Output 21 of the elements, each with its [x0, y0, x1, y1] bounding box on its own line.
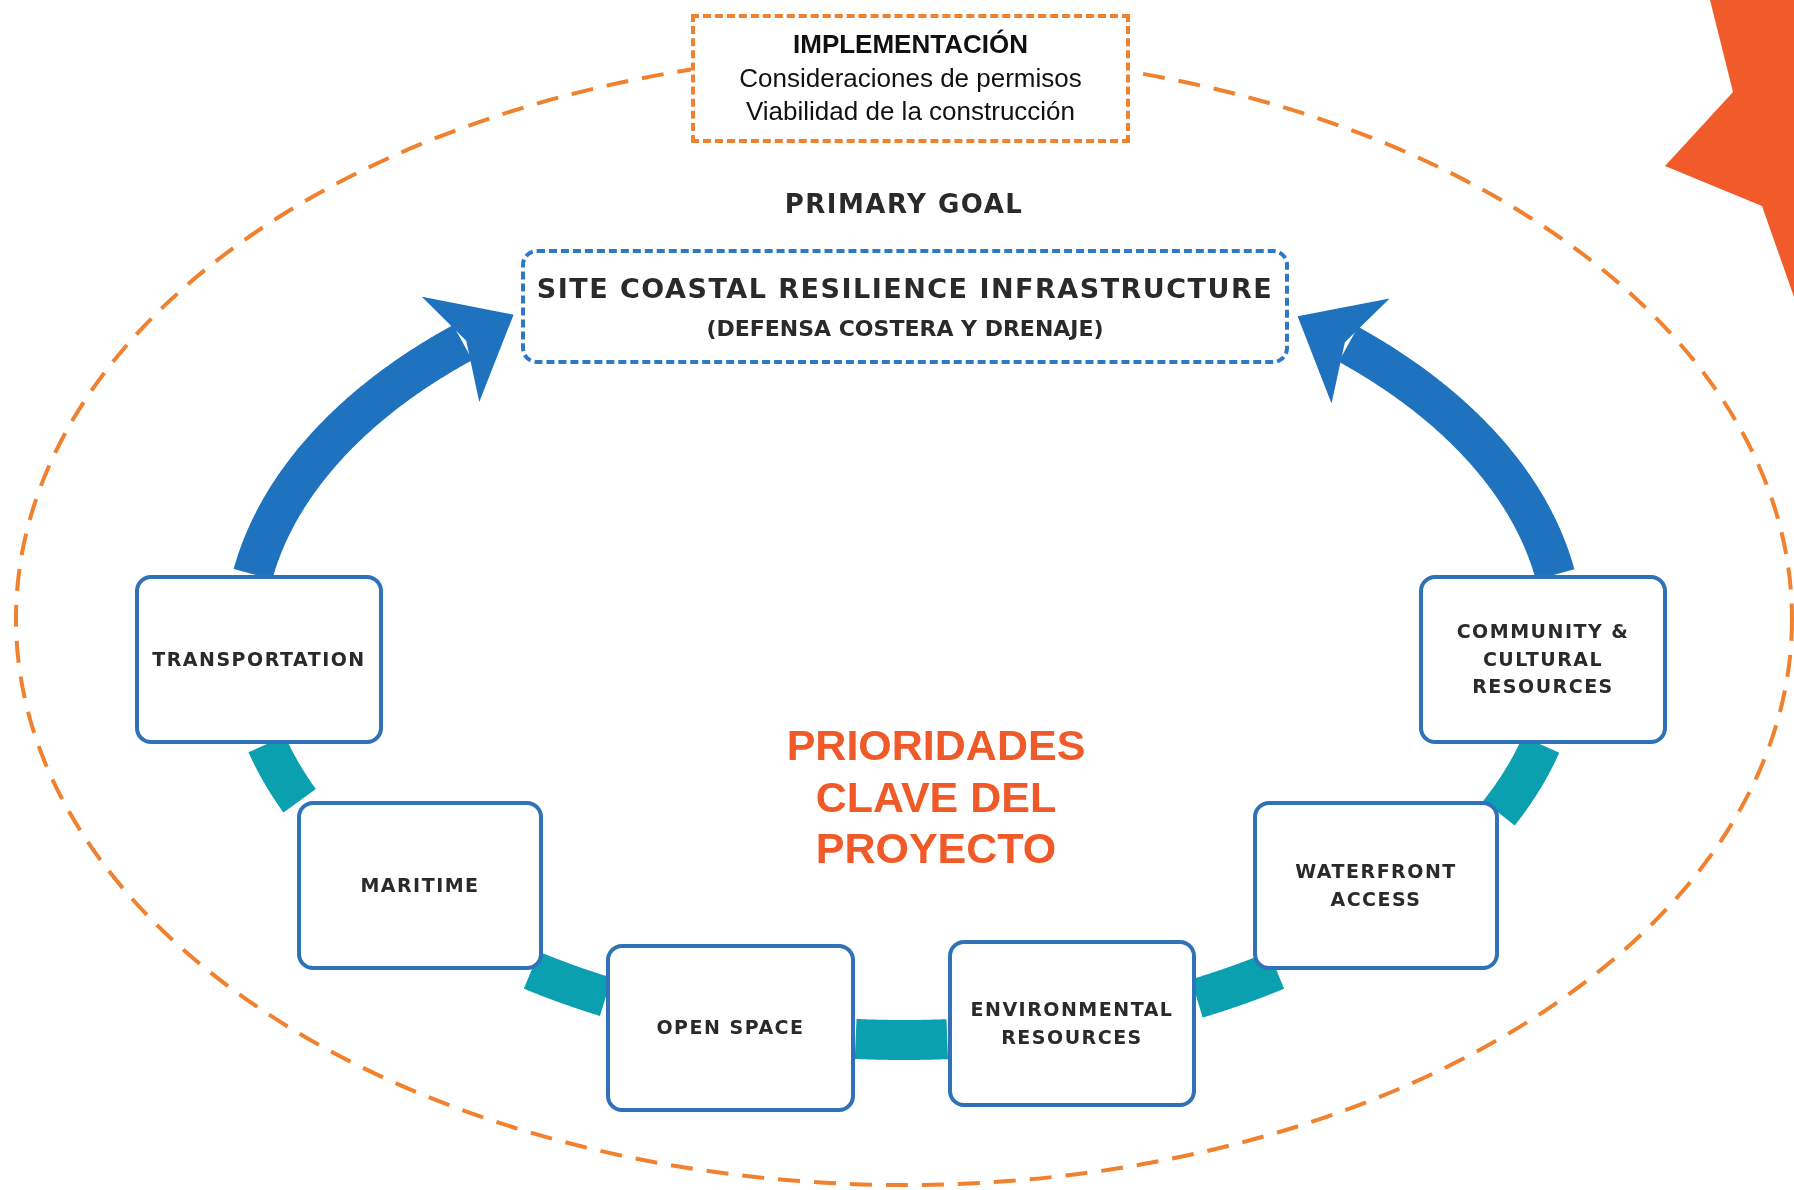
box-subtitle: Viabilidad de la construcción	[745, 95, 1076, 129]
heading-label: PRIMARY GOAL	[784, 189, 1024, 219]
box-title: IMPLEMENTACIÓN	[793, 27, 1028, 61]
priority-box	[135, 575, 383, 744]
priority-box	[297, 801, 543, 970]
box-label: COMMUNITY & CULTURAL RESOURCES	[1455, 619, 1631, 700]
priority-box	[1253, 801, 1499, 970]
goal-box	[521, 249, 1289, 364]
box-subtitle: Consideraciones de permisos	[739, 61, 1082, 95]
priority-box	[948, 940, 1196, 1107]
box-subtitle: (DEFENSA COSTERA Y DRENAJE)	[706, 315, 1104, 341]
center-title: PRIORIDADES CLAVE DEL PROYECTO	[786, 720, 1086, 875]
box-label: WATERFRONT ACCESS	[1294, 858, 1458, 912]
box-label: OPEN SPACE	[656, 1015, 805, 1041]
box-label: TRANSPORTATION	[152, 646, 366, 672]
implementation-box	[691, 14, 1130, 143]
box-label: MARITIME	[360, 872, 480, 898]
priority-box	[1419, 575, 1667, 744]
box-label: ENVIRONMENTAL RESOURCES	[969, 996, 1175, 1050]
priority-box	[606, 944, 855, 1112]
box-title: SITE COASTAL RESILIENCE INFRASTRUCTURE	[536, 272, 1274, 304]
